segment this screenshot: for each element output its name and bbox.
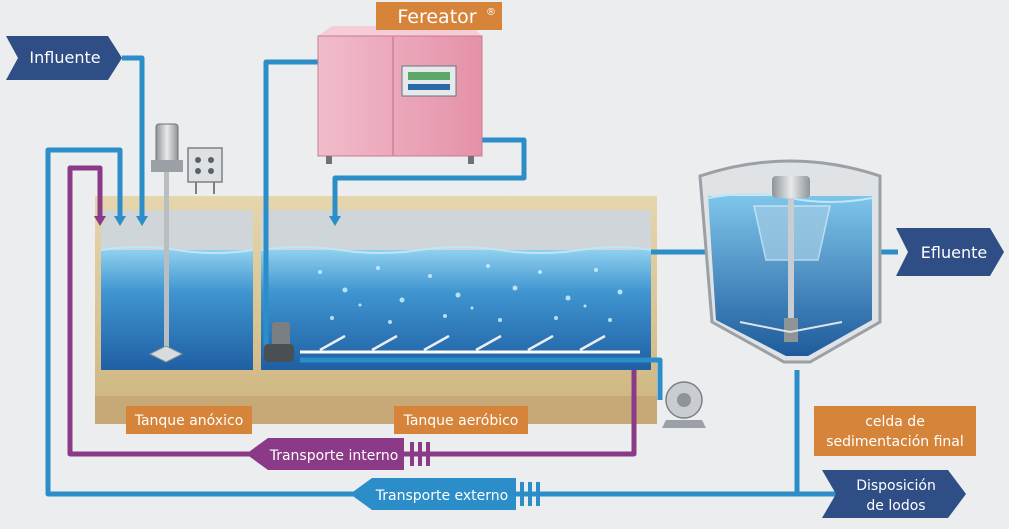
sludge-disposal-tag: Disposición de lodos [822,470,966,518]
external-transport-tag: Transporte externo [350,478,540,510]
fereator-unit [317,26,483,164]
anoxic-tank-label: Tanque anóxico [134,413,244,429]
fereator-return-pipe [332,137,527,218]
submersible-pump [264,322,294,362]
effluent-label: Efluente [921,243,987,262]
final-settling-clarifier [698,159,882,364]
internal-recirculation [67,165,637,457]
anoxic-tank-tag: Tanque anóxico [126,406,252,434]
influent-tag: Influente [6,36,122,80]
anoxic-tank [100,246,254,370]
aerobic-tank-tag: Tanque aeróbico [394,406,528,434]
internal-transport-label: Transporte interno [269,448,399,464]
settling-cell-line1: celda de [865,414,925,430]
air-diffusers [300,334,640,354]
sludge-disposal-line1: Disposición [856,478,936,494]
brand-name: Fereator [397,6,476,28]
recirculation-arrowhead [94,216,106,226]
mixer [148,123,184,363]
air-bubbles [318,264,623,324]
internal-transport-tag: Transporte interno [246,438,430,470]
influent-pipe [122,55,145,218]
pipe-arrowheads [114,216,341,226]
air-supply-pipe [300,357,663,400]
control-panel [187,147,223,194]
sludge-disposal-line2: de lodos [866,498,925,514]
influent-label: Influente [29,48,100,67]
brand-label: Fereator ® [376,2,502,30]
effluent-tag: Efluente [896,228,1004,276]
aerobic-tank-label: Tanque aeróbico [403,413,519,429]
brand-registered-mark: ® [486,7,496,18]
blower [662,381,706,428]
settling-cell-line2: sedimentación final [826,434,964,450]
external-transport-pipe [45,147,800,497]
settling-cell-tag: celda de sedimentación final [814,406,976,456]
external-transport-label: Transporte externo [375,488,508,504]
aerobic-tank [260,246,652,370]
